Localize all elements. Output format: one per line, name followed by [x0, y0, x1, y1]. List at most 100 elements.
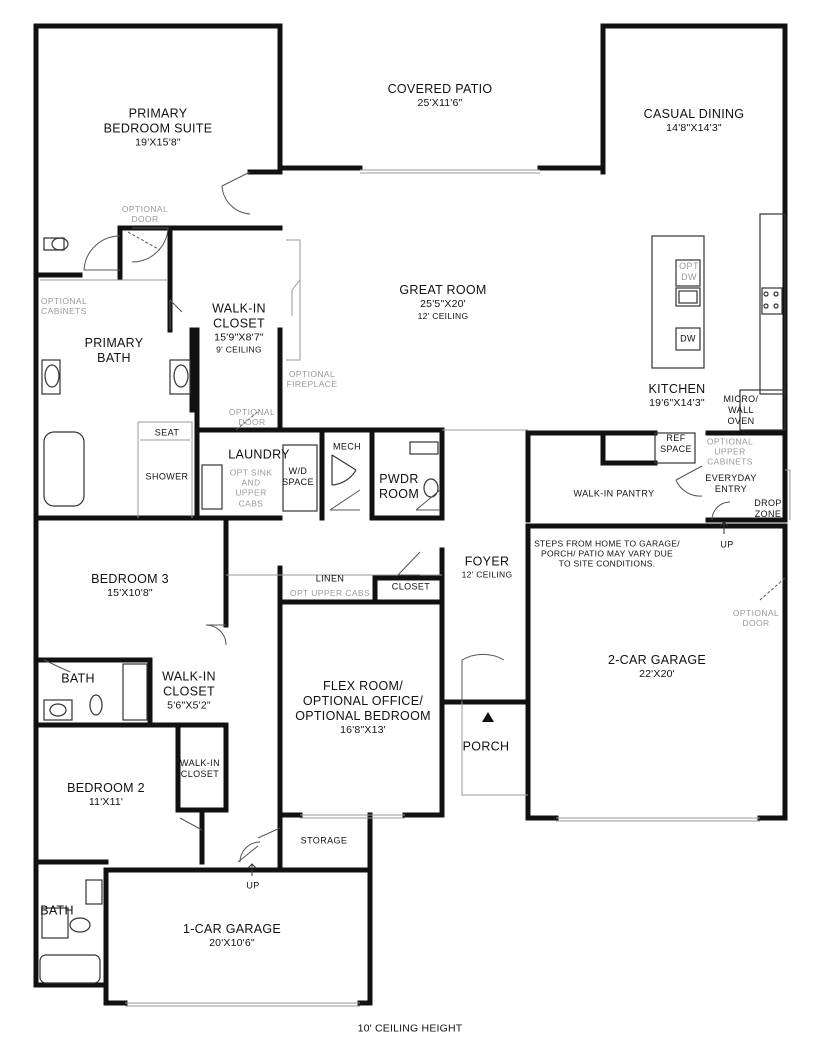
- great-room-ceiling: 12' CEILING: [417, 310, 469, 321]
- covered-patio-name: COVERED PATIO: [387, 82, 493, 97]
- primary-bedroom-name-1: PRIMARY: [128, 106, 188, 121]
- bedroom3-dims: 15'X10'8": [107, 587, 153, 600]
- great-room-name: GREAT ROOM: [399, 283, 487, 298]
- wic-small-line2: CLOSET: [163, 684, 215, 699]
- flex-line3: OPTIONAL BEDROOM: [295, 709, 431, 724]
- shower-label: SHOWER: [145, 471, 189, 482]
- ref-line2: SPACE: [660, 444, 692, 454]
- optional-upper-cabinets-label: OPTIONAL UPPER CABINETS: [707, 437, 753, 468]
- kitchen-label: KITCHEN 19'6"X14'3": [649, 382, 706, 410]
- optional-fireplace-label: OPTIONAL FIREPLACE: [287, 369, 338, 389]
- primary-bath-name-2: BATH: [97, 351, 131, 365]
- walk-in-closet-name-2: CLOSET: [213, 316, 265, 331]
- optional-door-label-2: OPTIONAL DOOR: [229, 407, 275, 427]
- casual-dining-label: CASUAL DINING 14'8"X14'3": [644, 107, 745, 135]
- bath-lower-label: BATH: [40, 903, 74, 918]
- optional-upper-cabinets-line3: CABINETS: [707, 457, 753, 468]
- two-car-garage-dims: 22'X20': [639, 668, 675, 681]
- flex-dims: 16'8"X13': [340, 724, 386, 737]
- mech-label: MECH: [332, 441, 362, 452]
- opt-dw-line2: DW: [681, 272, 697, 282]
- micro-line2: WALL: [728, 404, 754, 415]
- optional-door-2-line1: OPTIONAL: [228, 406, 276, 417]
- flex-line1: FLEX ROOM/: [322, 679, 404, 694]
- optional-door-3-line2: DOOR: [742, 618, 770, 628]
- closet-label: CLOSET: [391, 581, 431, 592]
- opt-sink-line1: OPT SINK: [229, 467, 273, 478]
- foyer-name: FOYER: [464, 554, 510, 569]
- optional-cabinets-line2: CABINETS: [41, 306, 87, 316]
- one-car-garage-label: 1-CAR GARAGE 20'X10'6": [183, 922, 281, 950]
- two-car-garage-label: 2-CAR GARAGE 22'X20': [608, 653, 706, 681]
- up-label-2: UP: [246, 880, 260, 891]
- garage-note-line2: PORCH/ PATIO MAY VARY DUE: [540, 548, 674, 559]
- wd-line2: SPACE: [282, 477, 314, 487]
- linen-label: LINEN: [315, 573, 345, 584]
- optional-door-label-1: OPTIONAL DOOR: [122, 204, 168, 224]
- flex-room-label: FLEX ROOM/ OPTIONAL OFFICE/ OPTIONAL BED…: [295, 679, 431, 737]
- walk-in-closet-small-label: WALK-IN CLOSET 5'6"X5'2": [162, 670, 216, 713]
- optional-upper-cabinets-line1: OPTIONAL: [706, 436, 754, 447]
- drop-line2: ZONE: [754, 509, 782, 519]
- everyday-entry-label: EVERYDAY ENTRY: [705, 473, 756, 495]
- walk-in-closet-b2-label: WALK-IN CLOSET: [180, 758, 220, 780]
- casual-dining-name: CASUAL DINING: [643, 107, 745, 122]
- bath-upper-label: BATH: [61, 671, 95, 686]
- optional-fireplace-line2: FIREPLACE: [286, 379, 338, 389]
- wic-b2-line1: WALK-IN: [180, 758, 220, 769]
- covered-patio-label: COVERED PATIO 25'X11'6": [388, 82, 493, 110]
- wd-line1: W/D: [288, 466, 308, 477]
- walk-in-closet-label: WALK-IN CLOSET 15'9"X8'7" 9' CEILING: [212, 302, 266, 355]
- micro-line1: MICRO/: [723, 393, 759, 404]
- garage-note-line3: TO SITE CONDITIONS.: [558, 559, 656, 570]
- micro-line3: OVEN: [727, 415, 755, 426]
- optional-door-1-line1: OPTIONAL: [121, 203, 169, 214]
- wic-small-dims: 5'6"X5'2": [167, 699, 211, 712]
- everyday-line2: ENTRY: [714, 484, 748, 494]
- walk-in-closet-name-1: WALK-IN: [212, 301, 266, 316]
- bedroom2-label: BEDROOM 2 11'X11': [67, 781, 145, 809]
- up-label-1: UP: [720, 539, 734, 550]
- pwdr-line2: ROOM: [378, 487, 420, 501]
- optional-cabinets-line1: OPTIONAL: [40, 295, 88, 306]
- optional-upper-cabinets-line2: UPPER: [714, 446, 746, 457]
- laundry-name: LAUNDRY: [228, 447, 290, 462]
- porch-label: PORCH: [462, 739, 510, 754]
- optional-door-2-line2: DOOR: [238, 417, 266, 427]
- opt-upper-cabs-label: OPT UPPER CABS: [289, 587, 371, 598]
- drop-zone-label: DROP ZONE: [754, 498, 782, 520]
- dw-label: DW: [680, 333, 696, 344]
- opt-sink-label: OPT SINK AND UPPER CABS: [230, 468, 273, 509]
- ceiling-height-footer: 10' CEILING HEIGHT: [357, 1022, 463, 1035]
- walk-in-closet-dims: 15'9"X8'7": [214, 331, 264, 344]
- bedroom3-name: BEDROOM 3: [91, 572, 169, 587]
- covered-patio-dims: 25'X11'6": [417, 97, 463, 110]
- one-car-garage-dims: 20'X10'6": [209, 937, 255, 950]
- optional-door-label-3: OPTIONAL DOOR: [733, 608, 779, 628]
- seat-label: SEAT: [154, 427, 180, 438]
- garage-note-line1: STEPS FROM HOME TO GARAGE/: [534, 538, 680, 549]
- bedroom2-dims: 11'X11': [88, 796, 124, 809]
- great-room-label: GREAT ROOM 25'5"X20' 12' CEILING: [399, 283, 486, 321]
- opt-dw-label: OPT DW: [679, 261, 699, 283]
- two-car-garage-name: 2-CAR GARAGE: [607, 653, 707, 668]
- wic-small-line1: WALK-IN: [162, 669, 216, 684]
- opt-dw-line1: OPT: [679, 261, 699, 272]
- primary-bedroom-label: PRIMARY BEDROOM SUITE 19'X15'8": [104, 107, 213, 150]
- flex-line2: OPTIONAL OFFICE/: [302, 694, 424, 709]
- primary-bath-label: PRIMARY BATH: [85, 336, 144, 366]
- optional-door-1-line2: DOOR: [131, 214, 159, 224]
- opt-sink-line4: CABS: [238, 498, 264, 509]
- one-car-garage-name: 1-CAR GARAGE: [182, 922, 282, 937]
- opt-sink-line3: UPPER: [235, 488, 267, 498]
- everyday-line1: EVERYDAY: [705, 473, 757, 484]
- great-room-dims: 25'5"X20': [420, 298, 466, 311]
- optional-door-3-line1: OPTIONAL: [732, 607, 780, 618]
- bedroom2-name: BEDROOM 2: [67, 781, 145, 796]
- garage-note: STEPS FROM HOME TO GARAGE/ PORCH/ PATIO …: [534, 539, 680, 570]
- primary-bath-name-1: PRIMARY: [84, 336, 144, 350]
- opt-sink-line2: AND: [241, 477, 261, 488]
- drop-line1: DROP: [754, 498, 782, 509]
- primary-bedroom-dims: 19'X15'8": [135, 136, 181, 149]
